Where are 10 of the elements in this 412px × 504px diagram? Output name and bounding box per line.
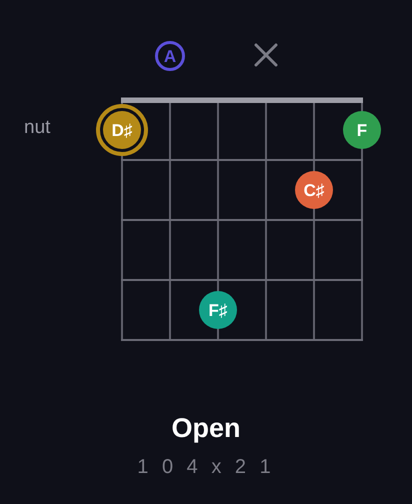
chord-title: Open <box>171 412 240 445</box>
nut-label: nut <box>24 117 50 138</box>
note-name: C♯ <box>304 182 324 198</box>
note-name: A <box>164 48 176 64</box>
note-name: F <box>356 122 368 138</box>
open-string-marker <box>155 41 185 71</box>
note-name: F♯ <box>208 302 228 318</box>
note-name: D♯ <box>112 122 132 138</box>
fingering-caption: 1 0 4 x 2 1 <box>137 455 275 480</box>
root-note-ring <box>96 104 148 156</box>
